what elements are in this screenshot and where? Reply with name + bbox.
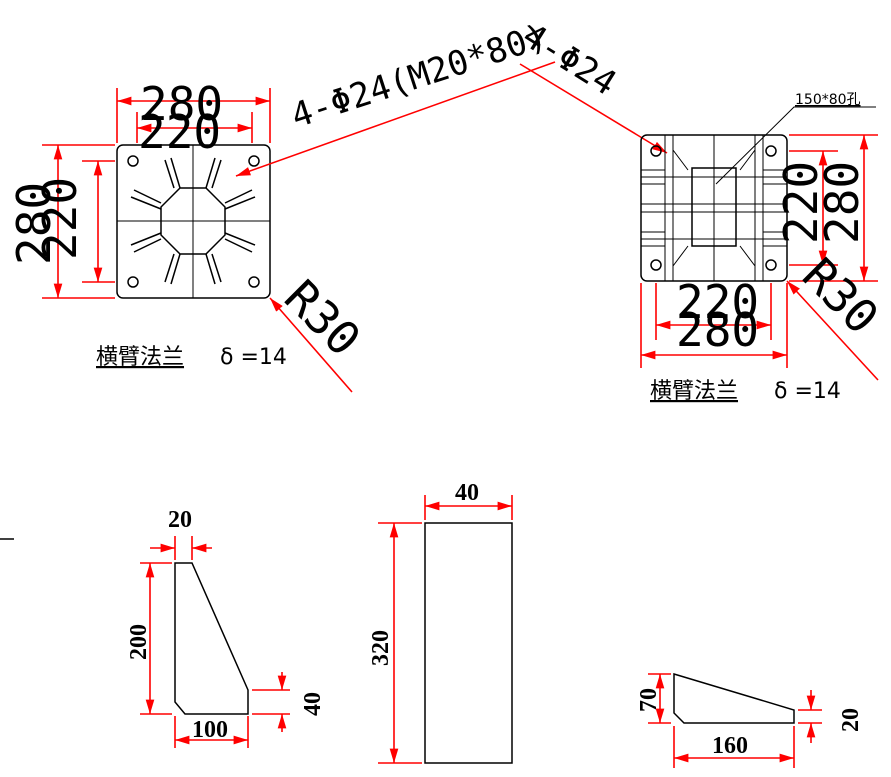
right-dim-outer-height-text: 280 <box>815 161 869 244</box>
plate-height-text: 320 <box>368 630 394 666</box>
left-dim-inner-height-text: 220 <box>33 177 87 260</box>
right-radius-text: R30 <box>792 248 889 345</box>
plate: 40 320 <box>368 480 513 764</box>
left-flange: 280 220 280 220 R30 横臂法兰 δ =14 <box>7 77 371 393</box>
left-hole-leader <box>235 61 556 177</box>
left-bolt-hole-br <box>248 276 260 288</box>
plate-outline <box>424 522 513 764</box>
rib-a-chamfer-text: 40 <box>300 692 326 716</box>
left-dim-outer-width-text: 280 <box>140 77 223 131</box>
right-radius-leader <box>786 280 879 381</box>
slot-note: 150*80孔 <box>795 92 861 108</box>
right-bolt-hole-bl <box>650 259 662 271</box>
right-flange-ribs <box>641 135 787 281</box>
rib-b: 70 160 20 <box>636 672 864 768</box>
rib-b-length-text: 160 <box>712 733 748 759</box>
rib-a-outline <box>174 562 249 715</box>
rib-b-end-text: 20 <box>838 708 864 732</box>
right-bolt-hole-tl <box>650 145 662 157</box>
right-dim-inner-height-text: 220 <box>774 161 828 244</box>
rib-a-base-text: 100 <box>192 717 228 743</box>
rib-b-height-text: 70 <box>636 688 662 712</box>
left-flange-ribs <box>130 157 256 285</box>
left-hole-note: 4-Φ24(M20*80) <box>286 16 551 136</box>
left-radius-text: R30 <box>274 270 371 367</box>
right-dim-outer-width-text: 280 <box>676 303 759 357</box>
left-radius-leader <box>269 297 353 393</box>
right-bolt-hole-br <box>765 259 777 271</box>
slot-leader <box>715 106 876 185</box>
left-dim-outer-height-text: 280 <box>7 182 61 265</box>
right-caption: 横臂法兰 <box>650 379 738 404</box>
left-dim-inner-width-text: 220 <box>138 105 221 159</box>
right-dim-inner-width-text: 220 <box>676 275 759 329</box>
right-flange: 150*80孔 220 280 220 280 R30 横臂法兰 δ =14 <box>640 92 889 404</box>
rib-a-height-text: 200 <box>126 624 152 660</box>
right-bolt-hole-tr <box>765 145 777 157</box>
rib-a: 20 200 100 40 <box>126 507 326 748</box>
rib-b-outline <box>673 672 795 724</box>
right-thickness: δ =14 <box>774 379 841 404</box>
right-flange-slot <box>691 167 737 247</box>
plate-width-text: 40 <box>455 480 479 506</box>
left-caption: 横臂法兰 <box>96 345 184 370</box>
left-bolt-hole-tl <box>127 155 139 167</box>
left-bolt-hole-bl <box>127 276 139 288</box>
rib-a-top-text: 20 <box>168 507 192 533</box>
left-bolt-hole-tr <box>248 155 260 167</box>
left-thickness: δ =14 <box>220 345 287 370</box>
